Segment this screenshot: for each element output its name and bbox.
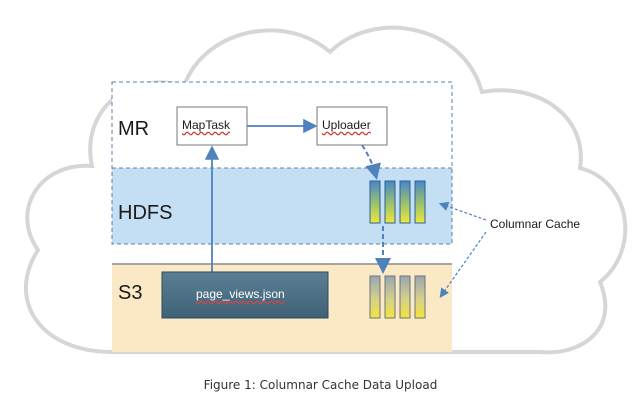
- annotation-arrow-hdfs: [438, 201, 487, 221]
- cluster-boundary: [111, 81, 453, 245]
- s3-columnar-cache: [369, 275, 426, 319]
- figure-caption: Figure 1: Columnar Cache Data Upload: [203, 378, 438, 392]
- s3-cache-column: [384, 275, 396, 319]
- mr-layer-label: MR: [118, 118, 150, 140]
- columnar-cache-label: Columnar Cache: [490, 217, 581, 231]
- hdfs-columnar-cache: [369, 180, 426, 224]
- uploader-box: [316, 106, 388, 146]
- hdfs-cache-column: [399, 180, 411, 224]
- page-views-file-box: [161, 271, 329, 319]
- hdfs-cache-column: [384, 180, 396, 224]
- s3-cache-column: [369, 275, 381, 319]
- uploader-to-hdfs-cache-arrow: [361, 144, 381, 180]
- hdfs-cache-column: [414, 180, 426, 224]
- s3-layer-label: S3: [118, 282, 143, 304]
- maptask-box: [176, 106, 248, 146]
- s3-cache-column: [414, 275, 426, 319]
- hdfs-cache-column: [369, 180, 381, 224]
- uploader-label: Uploader: [322, 118, 371, 132]
- page-views-file-label: page_views.json: [196, 287, 285, 301]
- maptask-label: MapTask: [182, 118, 231, 132]
- mr-band: [112, 82, 452, 168]
- annotation-arrow-s3: [439, 231, 487, 298]
- s3-cache-column: [399, 275, 411, 319]
- hdfs-layer-label: HDFS: [118, 202, 173, 224]
